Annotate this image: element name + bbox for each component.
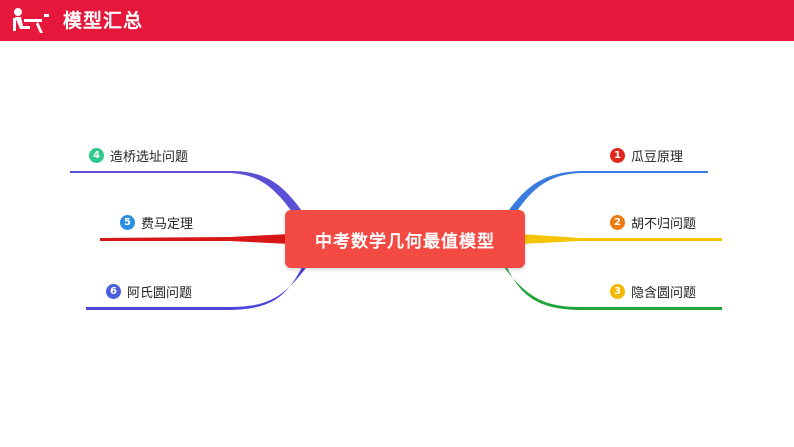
branch-item-6: 6 阿氏圆问题 bbox=[106, 281, 192, 301]
number-badge: 5 bbox=[120, 214, 135, 230]
connector-left-5 bbox=[100, 234, 290, 244]
mindmap-connectors bbox=[70, 171, 722, 310]
branch-item-3: 3 隐含圆问题 bbox=[610, 281, 696, 301]
branch-label: 造桥选址问题 bbox=[110, 149, 189, 165]
number-badge: 6 bbox=[106, 283, 121, 299]
branch-label: 胡不归问题 bbox=[631, 216, 697, 232]
header-bar: 模型汇总 bbox=[0, 0, 794, 41]
branch-item-5: 5 费马定理 bbox=[120, 212, 193, 232]
branch-item-2: 2 胡不归问题 bbox=[610, 212, 696, 232]
page-title: 模型汇总 bbox=[63, 10, 144, 32]
number-badge: 2 bbox=[610, 214, 625, 230]
number-badge: 3 bbox=[610, 283, 625, 299]
branch-item-4: 4 造桥选址问题 bbox=[89, 145, 188, 165]
branch-label: 费马定理 bbox=[141, 216, 194, 232]
connector-right-2 bbox=[520, 234, 722, 244]
number-badge: 1 bbox=[610, 147, 625, 163]
mindmap-canvas: 中考数学几何最值模型 1 瓜豆原理 2 胡不归问题 3 隐含圆问题 4 造桥选址… bbox=[0, 41, 794, 447]
branch-label: 阿氏圆问题 bbox=[127, 285, 193, 301]
central-topic: 中考数学几何最值模型 bbox=[285, 210, 525, 268]
branch-item-1: 1 瓜豆原理 bbox=[610, 145, 683, 165]
number-badge: 4 bbox=[89, 147, 104, 163]
person-at-desk-icon bbox=[13, 8, 49, 33]
branch-label: 隐含圆问题 bbox=[631, 285, 697, 301]
branch-label: 瓜豆原理 bbox=[631, 149, 684, 165]
